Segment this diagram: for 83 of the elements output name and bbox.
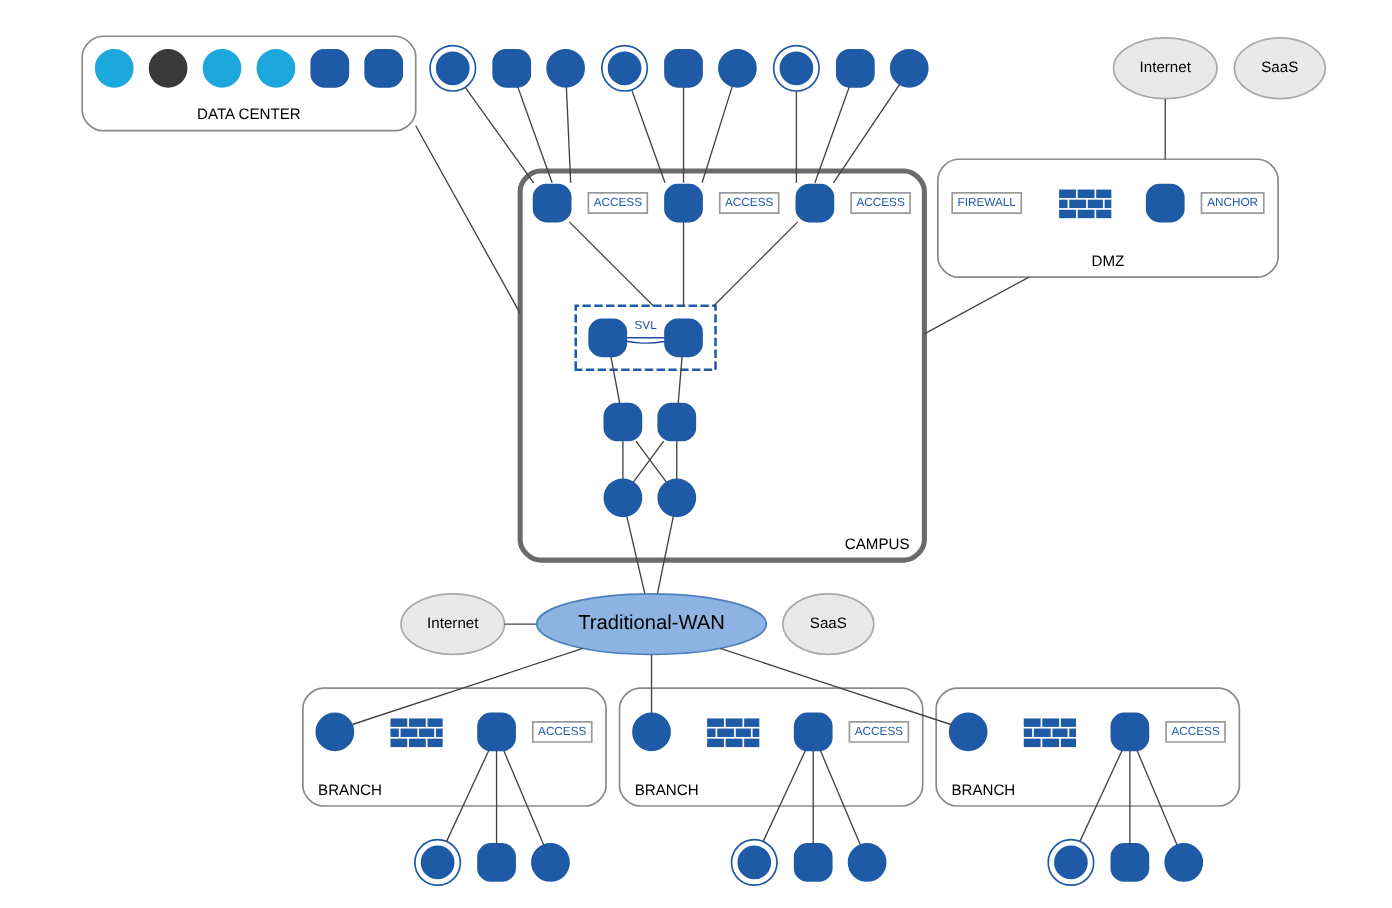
node-person xyxy=(729,838,777,887)
connector xyxy=(621,440,623,480)
connector xyxy=(624,340,665,344)
connector xyxy=(502,750,544,846)
node-box xyxy=(363,48,403,88)
connector xyxy=(567,221,653,307)
connector xyxy=(1128,750,1130,845)
connector xyxy=(700,85,733,184)
node-circle xyxy=(314,712,354,752)
connector xyxy=(1135,750,1177,846)
connector xyxy=(794,90,797,184)
node-box xyxy=(491,48,531,88)
connector xyxy=(625,337,665,339)
connector xyxy=(813,86,849,184)
connector xyxy=(831,83,900,184)
connector xyxy=(1078,750,1122,843)
node-box xyxy=(1109,843,1149,882)
connector xyxy=(516,86,552,184)
connector xyxy=(630,89,665,184)
node-circle xyxy=(1163,843,1203,882)
connector xyxy=(649,654,652,714)
node-circle xyxy=(530,843,569,882)
connector xyxy=(444,750,489,843)
node-circle xyxy=(846,843,886,882)
cluster: DATA CENTER xyxy=(80,35,416,132)
connector xyxy=(681,86,684,184)
connector xyxy=(414,125,520,314)
connector xyxy=(1163,98,1165,160)
node-person xyxy=(600,44,648,92)
node-box xyxy=(476,843,515,882)
connector xyxy=(718,647,951,726)
node-person xyxy=(1046,838,1094,887)
connector xyxy=(676,355,682,404)
node-circle xyxy=(888,48,928,88)
node-box xyxy=(476,712,515,752)
node-person xyxy=(428,44,476,92)
connector xyxy=(564,86,571,184)
node-ellipse: SaaS xyxy=(781,592,874,656)
node-box xyxy=(309,48,349,88)
connector xyxy=(675,440,677,480)
connector xyxy=(609,355,620,404)
node-box xyxy=(1109,712,1149,752)
node-ellipse: SaaS xyxy=(1232,37,1326,100)
node-circle xyxy=(201,48,241,88)
node-box xyxy=(792,843,832,882)
node-box xyxy=(794,183,834,223)
node-box xyxy=(663,183,702,223)
connector xyxy=(922,276,1029,335)
connector xyxy=(625,515,645,595)
node-person xyxy=(413,838,461,887)
connector xyxy=(655,515,674,595)
node-circle xyxy=(717,48,756,88)
node-circle xyxy=(656,478,696,518)
node-circle xyxy=(93,48,133,88)
node-box xyxy=(602,402,642,442)
connector xyxy=(681,221,684,307)
node-box xyxy=(663,318,702,358)
node-ellipse: Internet xyxy=(399,592,505,656)
connector xyxy=(811,750,813,845)
node-ellipse: Traditional-WAN xyxy=(534,592,767,656)
connector xyxy=(463,86,534,184)
node-box xyxy=(587,318,627,358)
node-ellipse: Internet xyxy=(1111,37,1217,100)
connector xyxy=(818,750,860,846)
connector xyxy=(502,623,537,625)
node-circle xyxy=(602,478,642,518)
node-box xyxy=(656,402,696,442)
node-circle xyxy=(545,48,584,88)
connector xyxy=(712,221,798,307)
node-circle xyxy=(631,712,670,752)
node-person xyxy=(771,44,819,92)
cluster xyxy=(573,304,716,372)
node-circle xyxy=(255,48,295,88)
node-box xyxy=(531,183,571,223)
node-box xyxy=(1144,183,1184,223)
node-circle xyxy=(147,48,187,88)
connector xyxy=(494,750,497,845)
node-box xyxy=(834,48,874,88)
connector xyxy=(350,647,583,726)
node-box xyxy=(792,712,832,752)
node-box xyxy=(663,48,702,88)
node-circle xyxy=(947,712,987,752)
connector xyxy=(761,750,805,843)
